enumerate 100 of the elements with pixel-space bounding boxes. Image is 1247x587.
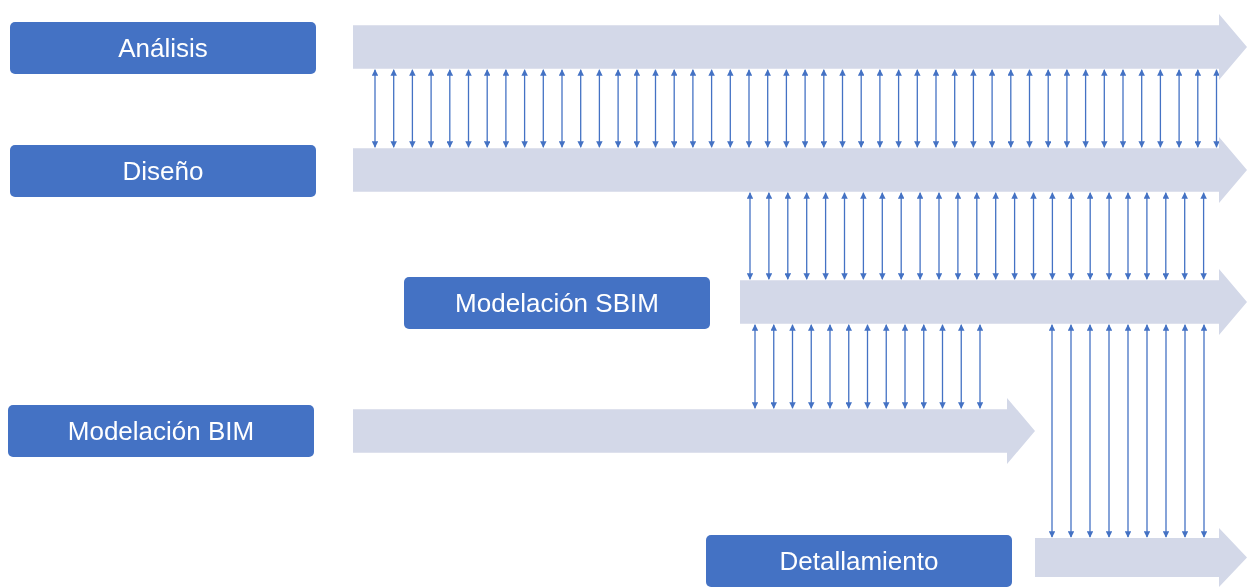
double-arrow — [1086, 324, 1094, 538]
double-arrow — [789, 324, 796, 409]
double-arrow — [1138, 69, 1145, 148]
double-arrow — [857, 69, 865, 148]
double-arrow — [1200, 324, 1208, 538]
double-arrow — [883, 324, 890, 409]
double-arrow — [596, 69, 603, 148]
double-arrow — [1124, 192, 1132, 280]
double-arrow — [951, 69, 958, 148]
double-arrow — [1068, 192, 1075, 280]
double-arrow — [1063, 69, 1071, 148]
double-arrow — [1213, 69, 1220, 148]
double-arrow — [1181, 192, 1188, 280]
double-arrow — [521, 69, 528, 148]
double-arrow — [446, 69, 454, 148]
double-arrow — [970, 69, 977, 148]
double-arrow — [1143, 192, 1151, 280]
double-arrow — [879, 192, 886, 280]
double-arrow — [841, 192, 848, 280]
double-arrow — [540, 69, 547, 148]
double-arrow — [558, 69, 566, 148]
double-arrow — [1030, 192, 1037, 280]
double-arrow — [935, 192, 943, 280]
double-arrow — [783, 69, 790, 148]
double-arrow — [897, 192, 905, 280]
double-arrow — [1048, 324, 1056, 538]
double-arrow — [1181, 324, 1189, 538]
double-arrow — [895, 69, 902, 148]
double-arrow — [1105, 324, 1113, 538]
double-arrow — [1067, 324, 1075, 538]
double-arrow — [577, 69, 584, 148]
double-arrow — [932, 69, 940, 148]
double-arrow — [1124, 324, 1132, 538]
double-arrow — [409, 69, 416, 148]
double-arrow — [751, 324, 759, 409]
double-arrow — [1011, 192, 1018, 280]
double-arrow — [1175, 69, 1183, 148]
double-arrow — [670, 69, 678, 148]
double-arrow — [465, 69, 472, 148]
double-arrow — [864, 324, 871, 409]
double-arrow — [746, 192, 754, 280]
double-arrow — [1105, 192, 1113, 280]
double-arrow — [973, 192, 981, 280]
band-arrow — [353, 398, 1035, 464]
phase-label: Detallamiento — [706, 535, 1012, 587]
double-arrow — [689, 69, 697, 148]
double-arrow — [390, 69, 397, 148]
double-arrow — [502, 69, 510, 148]
double-arrow — [765, 192, 773, 280]
double-arrow — [988, 69, 996, 148]
double-arrow — [633, 69, 641, 148]
double-arrow — [708, 69, 715, 148]
double-arrow — [826, 324, 834, 409]
double-arrow — [920, 324, 927, 409]
double-arrow — [371, 69, 379, 148]
band-arrow — [353, 14, 1247, 80]
double-arrow — [1026, 69, 1033, 148]
double-arrow — [901, 324, 909, 409]
phase-label: Modelación BIM — [8, 405, 314, 457]
double-arrow — [803, 192, 810, 280]
double-arrow — [1119, 69, 1127, 148]
double-arrow — [876, 69, 884, 148]
double-arrow — [839, 69, 846, 148]
double-arrow — [992, 192, 999, 280]
double-arrow — [939, 324, 946, 409]
double-arrow — [1086, 192, 1094, 280]
double-arrow — [801, 69, 809, 148]
band-arrow — [353, 137, 1247, 203]
double-arrow — [976, 324, 984, 409]
band-arrow — [1035, 528, 1247, 587]
double-arrow — [483, 69, 491, 148]
band-arrow — [740, 269, 1247, 335]
phase-label: Modelación SBIM — [404, 277, 710, 329]
double-arrow — [614, 69, 622, 148]
double-arrow — [860, 192, 867, 280]
double-arrow — [820, 69, 828, 148]
phase-label: Diseño — [10, 145, 316, 197]
double-arrow — [1101, 69, 1108, 148]
double-arrow — [745, 69, 753, 148]
double-arrow — [914, 69, 921, 148]
double-arrow — [652, 69, 659, 148]
double-arrow — [916, 192, 924, 280]
double-arrow — [808, 324, 815, 409]
double-arrow — [427, 69, 435, 148]
double-arrow — [1200, 192, 1207, 280]
double-arrow — [958, 324, 965, 409]
double-arrow — [1194, 69, 1202, 148]
double-arrow — [770, 324, 777, 409]
double-arrow — [1049, 192, 1056, 280]
double-arrow — [1162, 324, 1170, 538]
double-arrow — [1007, 69, 1015, 148]
double-arrow — [764, 69, 771, 148]
double-arrow — [845, 324, 852, 409]
double-arrow — [1162, 192, 1170, 280]
phase-label: Análisis — [10, 22, 316, 74]
double-arrow — [1143, 324, 1151, 538]
double-arrow — [1044, 69, 1052, 148]
double-arrow — [1157, 69, 1164, 148]
double-arrow — [1082, 69, 1089, 148]
double-arrow — [822, 192, 829, 280]
